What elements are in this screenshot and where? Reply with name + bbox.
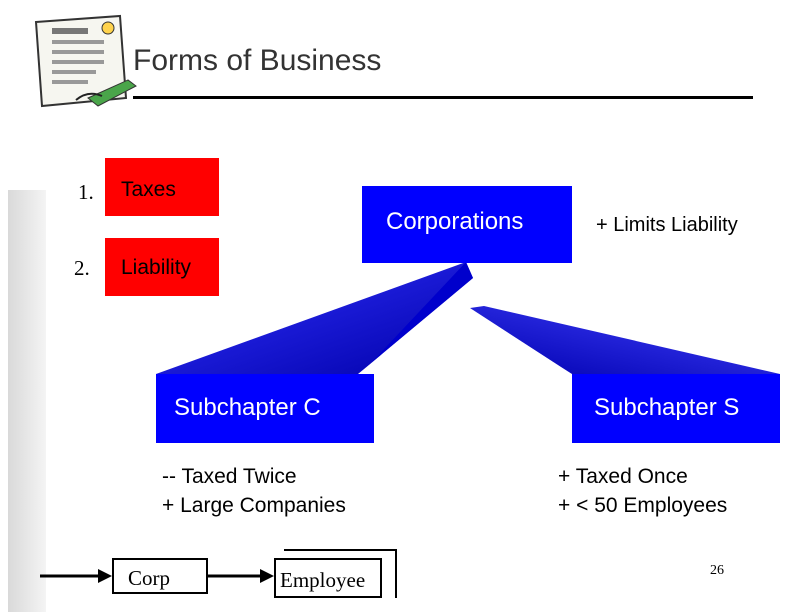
- limits-liability-text: + Limits Liability: [596, 214, 738, 236]
- document-signing-icon: [28, 10, 143, 110]
- subchapter-c-label: Subchapter C: [174, 394, 321, 421]
- corporations-box: Corporations: [362, 186, 572, 263]
- sub-c-point-2: + Large Companies: [162, 494, 346, 517]
- liability-label: Liability: [121, 256, 192, 279]
- title-underline: [133, 96, 753, 99]
- sub-s-point-2: + < 50 Employees: [558, 494, 728, 517]
- page-number: 26: [710, 563, 724, 578]
- item-1-number: 1.: [78, 180, 94, 204]
- taxes-label: Taxes: [121, 178, 176, 201]
- sub-c-point-1: -- Taxed Twice: [162, 465, 297, 488]
- employee-box: Employee: [274, 558, 382, 598]
- page-title: Forms of Business: [133, 44, 382, 77]
- item-2-number: 2.: [74, 256, 90, 280]
- taxes-box: Taxes: [105, 158, 219, 216]
- subchapter-s-box: Subchapter S: [572, 374, 780, 443]
- employee-label: Employee: [280, 568, 366, 592]
- subchapter-c-box: Subchapter C: [156, 374, 374, 443]
- sidebar-decoration: [8, 190, 46, 612]
- corporations-label: Corporations: [386, 208, 524, 235]
- liability-box: Liability: [105, 238, 219, 296]
- corp-box: Corp: [112, 558, 208, 594]
- corp-label: Corp: [128, 566, 170, 590]
- flow-arrows: [40, 549, 397, 598]
- subchapter-s-label: Subchapter S: [594, 394, 740, 421]
- sub-s-point-1: + Taxed Once: [558, 465, 688, 488]
